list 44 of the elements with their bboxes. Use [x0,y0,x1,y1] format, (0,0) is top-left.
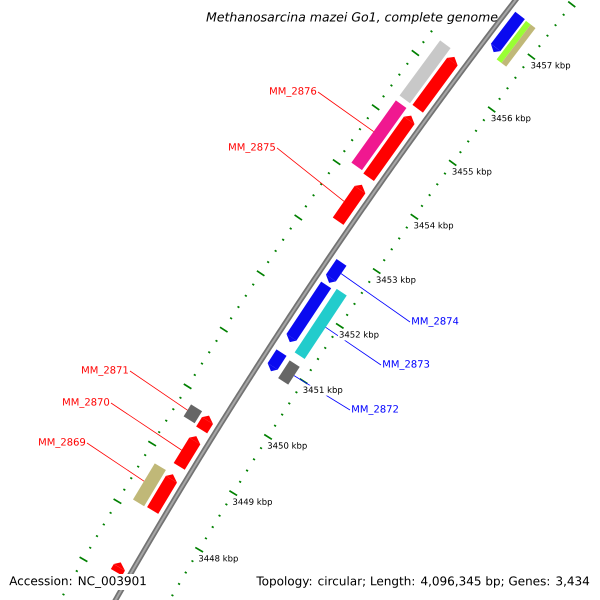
gene-bar [278,360,300,385]
gene-bar [286,282,332,342]
gene-label: MM_2871 [80,365,130,377]
leader-line [318,92,374,132]
gene-bar [133,463,166,506]
gene-bar [110,562,125,576]
title: Methanosarcina mazei Go1, complete genome [206,12,498,24]
gene-bar [363,116,415,182]
gene-bar [400,40,451,104]
gene-label: MM_2875 [227,142,277,154]
scale-label: 3452 kbp [338,330,380,340]
scale-label: 3448 kbp [197,554,240,564]
gene-label: MM_2870 [61,397,111,409]
leader-line [110,402,182,450]
gene-label: MM_2876 [268,86,318,98]
gene-bar [147,474,177,514]
leader-line [86,442,144,482]
scale-label: 3449 kbp [231,497,274,508]
gene-label: MM_2873 [381,359,431,371]
gene-bar [268,349,287,372]
scale-label: 3456 kbp [490,114,532,124]
gene-label: MM_2869 [37,437,87,449]
footer-text: Accession: NC_003901 [7,574,149,590]
scale-label: 3457 kbp [530,60,572,72]
leader-line [130,370,188,411]
gene-bar [174,436,200,470]
gene-bar [196,416,213,434]
gene-bar [412,56,458,113]
scale-label: 3453 kbp [374,275,417,286]
leader-line [276,148,344,202]
gene-label: MM_2874 [410,316,460,328]
scale-label: 3451 kbp [302,385,344,396]
gene-bar [496,20,531,64]
scale-label: 3454 kbp [412,220,455,232]
gene-bar [351,100,406,170]
gene-bar [332,184,366,225]
leader-line [325,326,382,366]
gene-bar [184,404,202,424]
gene-bar [326,258,346,283]
leader-line [340,273,410,322]
gene-label: MM_2872 [350,404,400,416]
footer-text: Topology: circular; Length: 4,096,345 bp; Genes: 3,434 [254,574,592,590]
scale-label: 3450 kbp [266,441,308,452]
scale-label: 3455 kbp [450,167,493,178]
